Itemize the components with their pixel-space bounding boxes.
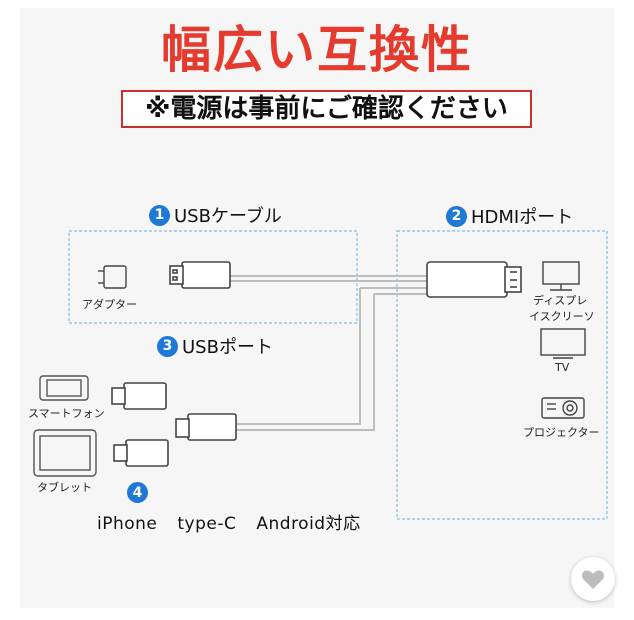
display-label-line1: ディスプレ: [533, 294, 588, 307]
hdmi-group-box: [396, 230, 608, 520]
badge-1: 1: [149, 204, 170, 226]
tv-icon: [540, 328, 586, 359]
favorite-button[interactable]: [571, 557, 615, 601]
tv-label: TV: [555, 361, 570, 374]
lightning-plug: [111, 382, 167, 410]
heart-icon: [581, 570, 605, 589]
badge-3: 3: [157, 335, 178, 357]
tablet-icon: [33, 429, 97, 477]
type-c-plug: [113, 439, 169, 467]
compatibility-line: iPhone type-C Android対応: [97, 509, 381, 534]
compat-iphone: iPhone: [97, 514, 158, 534]
power-adapter-icon: [98, 265, 127, 289]
smartphone-label: スマートフォン: [28, 407, 105, 420]
tablet-label: タブレット: [37, 481, 92, 494]
adapter-label: アダプター: [82, 298, 137, 311]
section-usb-cable: 1 USBケーブル: [149, 202, 282, 228]
section-hdmi-port: 2 HDMIポート: [446, 203, 573, 229]
display-icon: [542, 261, 580, 291]
power-notice-box: ※電源は事前にご確認ください: [121, 90, 532, 128]
headline: 幅広い互換性: [161, 21, 473, 79]
section-usb-cable-label: USBケーブル: [174, 206, 282, 227]
section-usb-port-label: USBポート: [182, 337, 273, 358]
cable-lines: [230, 275, 430, 431]
section-devices: 4: [127, 482, 152, 503]
compat-type-c: type-C: [177, 514, 237, 534]
usb-hub-connector: [175, 413, 237, 441]
projector-icon: [541, 397, 585, 419]
smartphone-icon: [39, 375, 89, 401]
badge-2: 2: [446, 205, 467, 227]
section-usb-port: 3 USBポート: [157, 333, 273, 359]
compat-android: Android対応: [256, 514, 361, 534]
hdmi-connector: [426, 261, 522, 298]
badge-4: 4: [127, 482, 148, 503]
projector-label: プロジェクター: [523, 426, 600, 439]
display-label-line2: イスクリーソ: [529, 310, 595, 323]
usb-a-connector: [169, 261, 231, 289]
section-hdmi-port-label: HDMIポート: [471, 207, 574, 228]
